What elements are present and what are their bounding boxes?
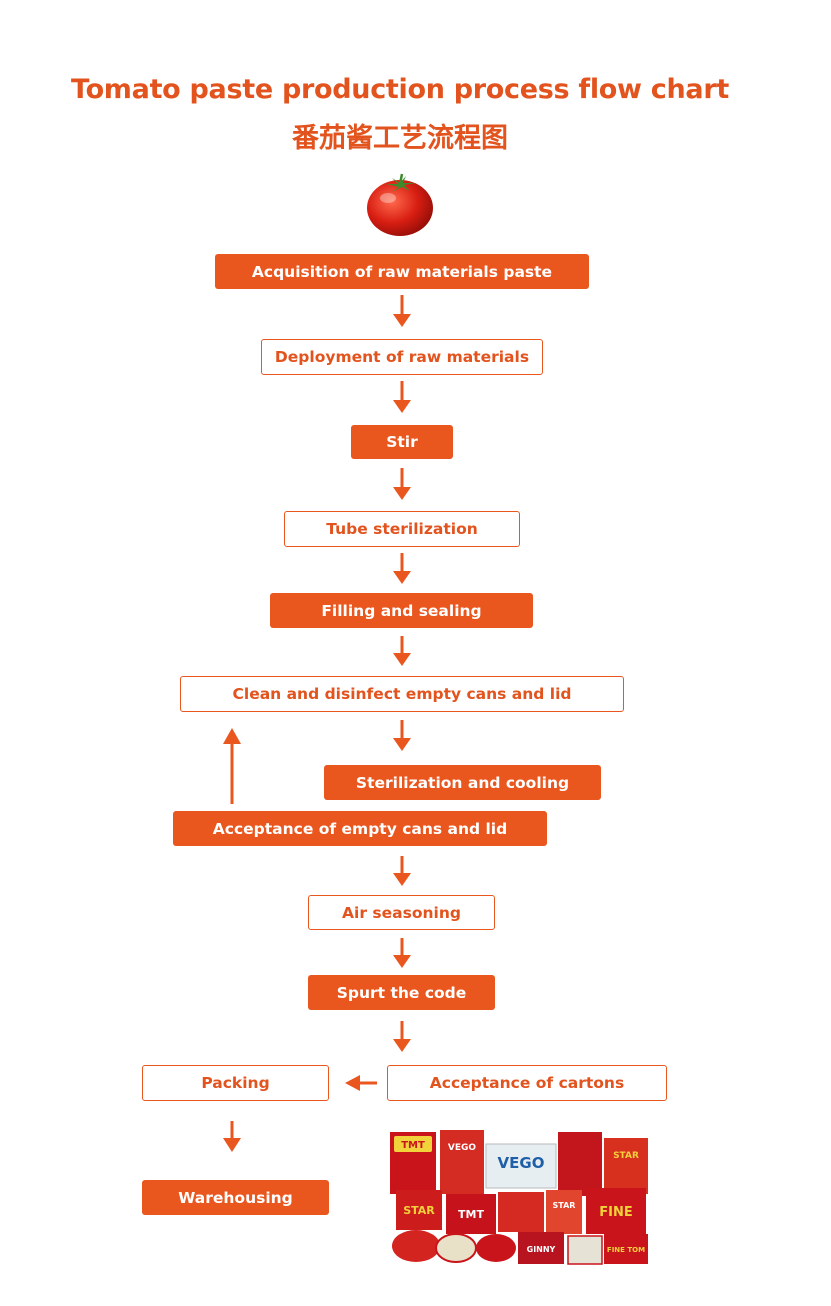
step-air-seasoning: Air seasoning [308,895,495,930]
step-acquisition-of-raw-materials: Acquisition of raw materials paste [215,254,589,289]
arrow-down-9 [393,1021,411,1052]
product-label: VEGO [498,1154,545,1172]
step-acceptance-of-empty-cans: Acceptance of empty cans and lid [173,811,547,846]
product-label: GINNY [527,1245,556,1254]
step-acceptance-of-cartons: Acceptance of cartons [387,1065,667,1101]
arrow-down-3 [393,468,411,500]
product-label: VEGO [448,1143,477,1153]
product-label: STAR [613,1151,639,1161]
chart-title: Tomato paste production process flow cha… [71,74,729,105]
arrow-down-to-warehousing [223,1121,241,1152]
arrow-up-return [223,728,241,804]
arrow-down-8 [393,938,411,968]
product-label: TMT [458,1208,484,1221]
chart-title-chinese: 番茄酱工艺流程图 [292,123,508,154]
step-warehousing: Warehousing [142,1180,329,1215]
step-tube-sterilization: Tube sterilization [284,511,520,547]
product-label: FINE [599,1205,632,1220]
step-spurt-the-code: Spurt the code [308,975,495,1010]
product-label: STAR [553,1201,576,1210]
arrow-down-1 [393,295,411,327]
arrow-down-7 [393,856,411,886]
arrow-down-5 [393,636,411,666]
step-sterilization-and-cooling: Sterilization and cooling [324,765,601,800]
step-packing: Packing [142,1065,329,1101]
arrow-down-4 [393,553,411,584]
step-filling-and-sealing: Filling and sealing [270,593,533,628]
step-deployment-of-raw-materials: Deployment of raw materials [261,339,543,375]
product-label: FINE TOM [607,1246,645,1254]
product-label: TMT [401,1140,425,1151]
step-stir: Stir [351,425,453,459]
tomato-image [367,173,433,236]
product-cans-image: TMT VEGO VEGO STAR STAR TMT STAR FINE GI… [390,1130,648,1265]
step-clean-and-disinfect-cans: Clean and disinfect empty cans and lid [180,676,624,712]
arrow-down-6 [393,720,411,751]
arrow-left-to-packing [345,1075,377,1091]
svg-text:STAR: STAR [403,1204,435,1217]
arrow-down-2 [393,381,411,413]
